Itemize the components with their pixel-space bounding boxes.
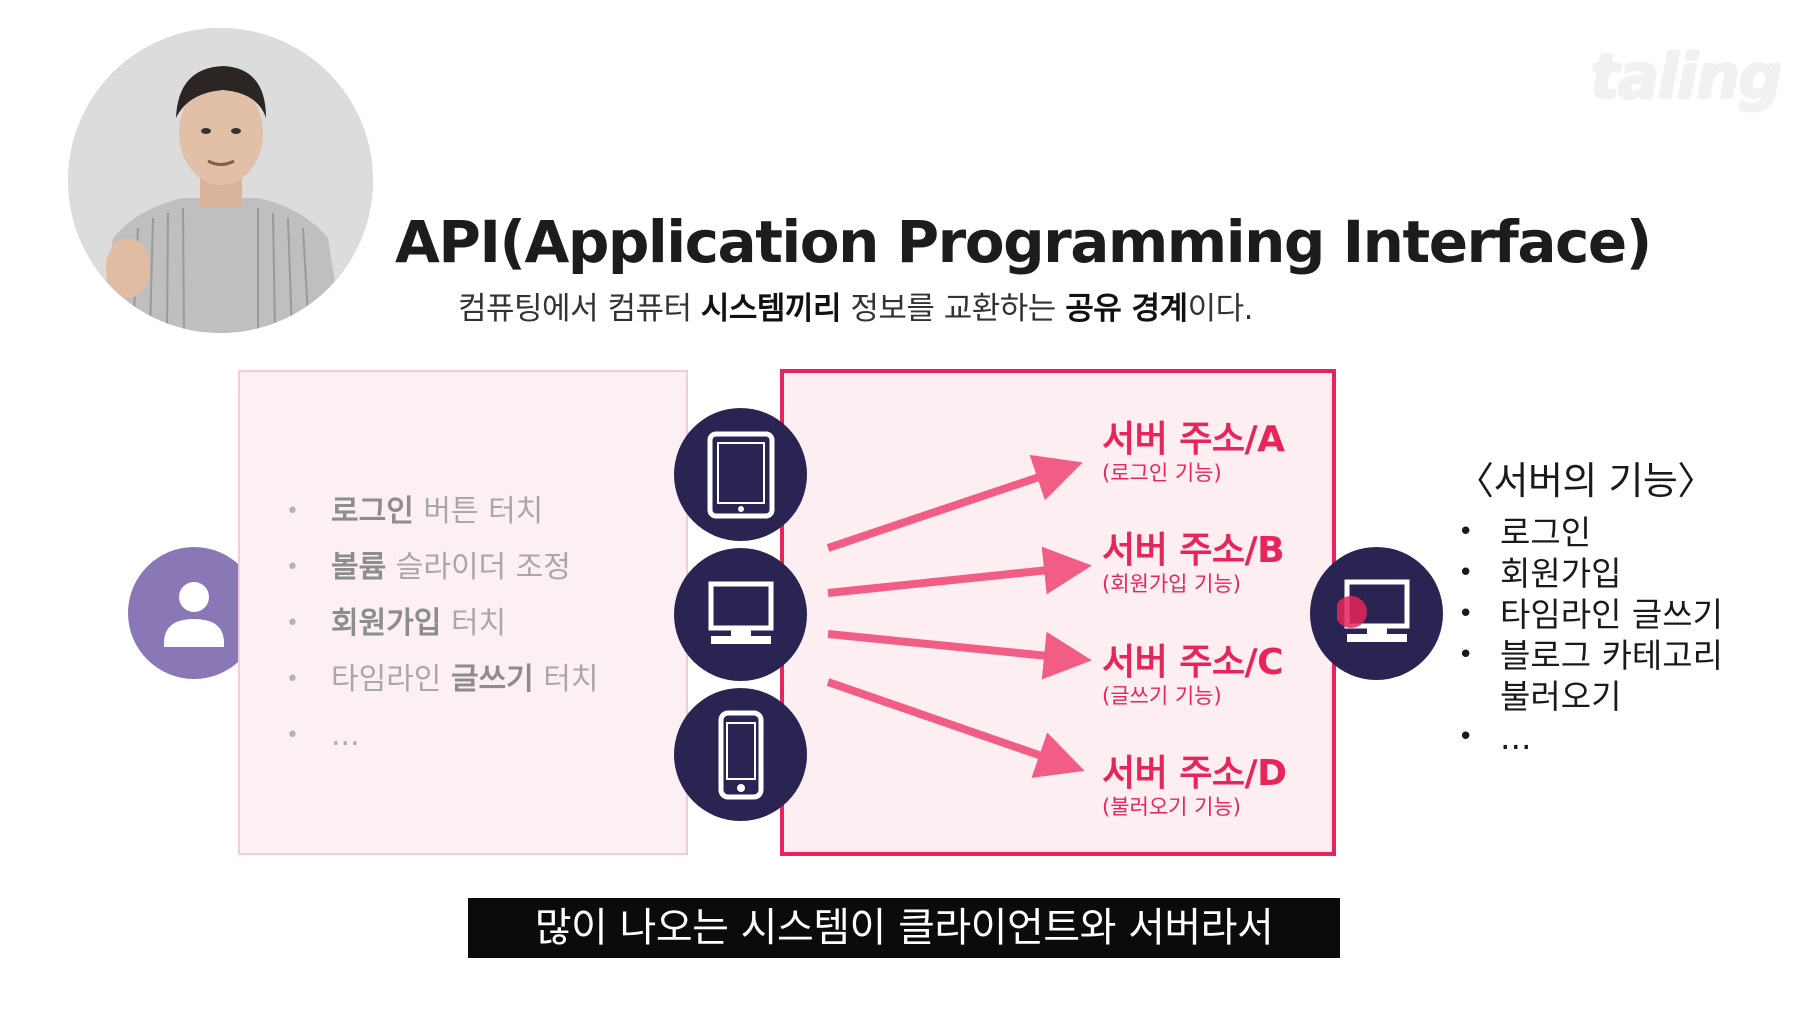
server-address-d: 서버 주소/D	[1102, 753, 1287, 794]
arrow-b	[827, 546, 1092, 597]
list-item: ...	[286, 708, 599, 764]
server-functions-title: 〈서버의 기능〉	[1456, 459, 1715, 503]
tablet-icon	[707, 431, 774, 518]
list-item: 타임라인 글쓰기	[1458, 594, 1758, 635]
server-address-c: 서버 주소/C	[1102, 642, 1284, 683]
presenter-figure	[68, 28, 373, 333]
list-item: 타임라인 글쓰기 터치	[286, 652, 599, 708]
server-monitor-icon	[1336, 579, 1409, 642]
monitor-icon	[708, 581, 773, 644]
tablet-device	[674, 408, 807, 541]
list-item: 회원가입	[1458, 553, 1758, 594]
server-address-b: 서버 주소/B	[1102, 530, 1285, 571]
smartphone-icon	[718, 710, 763, 799]
taling-watermark: taling	[1590, 40, 1782, 113]
arrow-d	[826, 678, 1085, 778]
slide-title: API(Application Programming Interface)	[395, 208, 1652, 276]
list-item: 블로그 카테고리 불러오기	[1458, 635, 1758, 717]
pc-device	[674, 548, 807, 681]
list-item: ...	[1458, 717, 1758, 758]
list-item: 회원가입 터치	[286, 596, 599, 652]
cursor-highlight	[1336, 595, 1367, 628]
arrow-c	[827, 630, 1092, 680]
presenter-video	[68, 28, 373, 333]
server-functions-list: 로그인 회원가입 타임라인 글쓰기 블로그 카테고리 불러오기 ...	[1458, 512, 1758, 758]
arrow-a	[826, 454, 1083, 552]
user-actions-list: 로그인 버튼 터치 볼륨 슬라이더 조정 회원가입 터치 타임라인 글쓰기 터치…	[286, 484, 599, 764]
list-item: 로그인 버튼 터치	[286, 484, 599, 540]
slide-subtitle: 컴퓨팅에서 컴퓨터 시스템끼리 정보를 교환하는 공유 경계이다.	[458, 291, 1253, 327]
list-item: 로그인	[1458, 512, 1758, 553]
video-caption: 많이 나오는 시스템이 클라이언트와 서버라서	[468, 898, 1340, 958]
server-address-d-desc: (불러오기 기능)	[1102, 795, 1241, 819]
phone-device	[674, 688, 807, 821]
list-item: 볼륨 슬라이더 조정	[286, 540, 599, 596]
server-address-b-desc: (회원가입 기능)	[1102, 572, 1241, 596]
server-address-a: 서버 주소/A	[1102, 419, 1285, 460]
server-device	[1310, 547, 1443, 680]
server-address-c-desc: (글쓰기 기능)	[1102, 684, 1222, 708]
server-address-a-desc: (로그인 기능)	[1102, 461, 1222, 485]
